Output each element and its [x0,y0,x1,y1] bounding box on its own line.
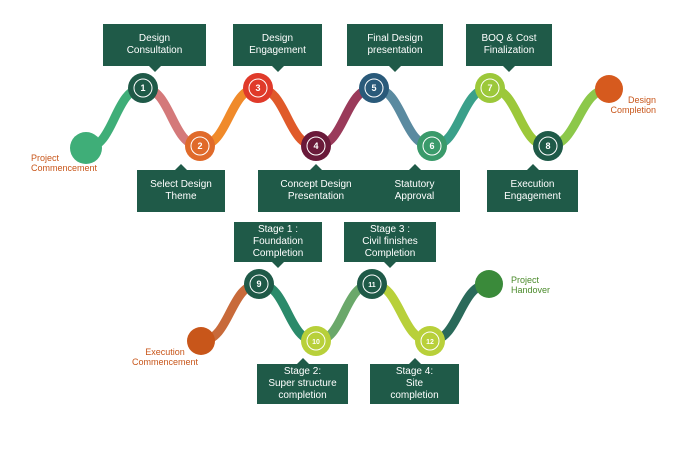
stage-12-box: Stage 4: Site completion [370,358,459,404]
stage-2-box: Select Design Theme [137,164,225,212]
stage-3-number: 3 [255,83,260,93]
stage-6-number: 6 [429,141,434,151]
stage-4-number: 4 [313,141,318,151]
stage-6-box: Statutory Approval [369,164,460,212]
stage-5-box: Final Design presentation [347,24,443,72]
row1-stage-nodes: 1 2 3 4 5 6 7 8 [128,73,563,161]
stage-11-node-ring [362,274,382,294]
stage-2-number: 2 [197,141,202,151]
stage-1-node [128,73,158,103]
project-commencement-label: Project Commencement [31,153,98,173]
stage-2-node [185,131,215,161]
stage-2-node-ring [190,136,210,156]
stage-9-box: Stage 1 : Foundation Completion [234,222,322,268]
stage-12-number: 12 [426,339,434,346]
stage-5-number: 5 [371,83,376,93]
stage-10-node [301,326,331,356]
stage-9-number: 9 [256,279,261,289]
stage-7-number: 7 [487,83,492,93]
stage-6-node-ring [422,136,442,156]
stage-10-box: Stage 2: Super structure completion [257,358,348,404]
stage-1-node-ring [133,78,153,98]
stage-3-node [243,73,273,103]
stage-10-node-ring [306,331,326,351]
stage-5-node-ring [364,78,384,98]
stage-8-number: 8 [545,141,550,151]
stage-12-node-ring [420,331,440,351]
stage-5-node [359,73,389,103]
stage-8-box: Execution Engagement [487,164,578,212]
row1-connectors [81,83,614,153]
stage-7-node [475,73,505,103]
stage-1-box: Design Consultation [103,24,206,72]
stage-11-box: Stage 3 : Civil finishes Completion [344,222,436,268]
row2-stage-nodes: 9 10 11 12 [244,269,445,356]
stage-10-number: 10 [312,339,320,346]
stage-3-node-ring [248,78,268,98]
stage-4-node [301,131,331,161]
stage-9-node-ring [249,274,269,294]
stage-1-number: 1 [140,83,145,93]
design-completion-label: Design Completion [610,95,656,115]
execution-commencement-marker [187,327,215,355]
stage-8-node-ring [538,136,558,156]
project-handover-marker [475,270,503,298]
project-handover-label: Project Handover [511,275,551,295]
stage-11-node [357,269,387,299]
stage-12-node [415,326,445,356]
stage-4-node-ring [306,136,326,156]
stage-6-node [417,131,447,161]
stage-7-node-ring [480,78,500,98]
stage-7-box: BOQ & Cost Finalization [466,24,552,72]
execution-commencement-label: Execution Commencement [131,347,199,367]
stage-11-number: 11 [368,282,376,289]
stage-8-node [533,131,563,161]
stage-9-node [244,269,274,299]
stage-3-box: Design Engagement [233,24,322,72]
project-commencement-marker [70,132,102,164]
row2-connectors [196,279,494,346]
design-completion-marker [595,75,623,103]
stage-4-box: Concept Design Presentation [258,164,374,212]
